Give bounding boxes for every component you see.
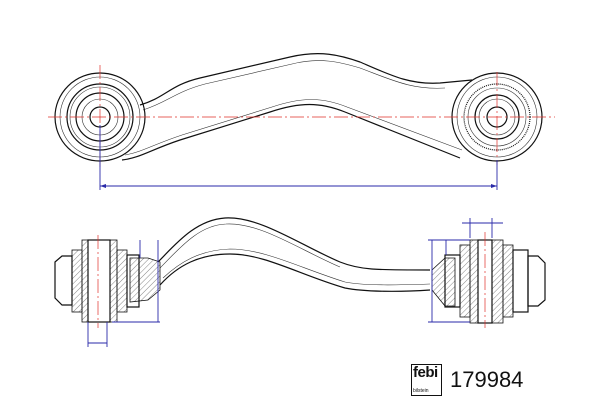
- arm-upper-edge: [139, 53, 473, 106]
- logo-text: febi: [413, 364, 438, 381]
- side-dimensions: [87, 218, 503, 347]
- arm-lower-edge: [121, 103, 461, 161]
- top-view: [48, 53, 555, 190]
- length-dimension: [99, 125, 498, 190]
- logo-subtext: bilstein: [413, 388, 429, 394]
- part-number: 179984: [450, 367, 524, 392]
- arm-side-upper: [157, 217, 431, 271]
- arm-side-lower: [159, 253, 431, 292]
- febi-bilstein-logo: febi bilstein: [411, 364, 442, 396]
- side-view: [54, 217, 546, 347]
